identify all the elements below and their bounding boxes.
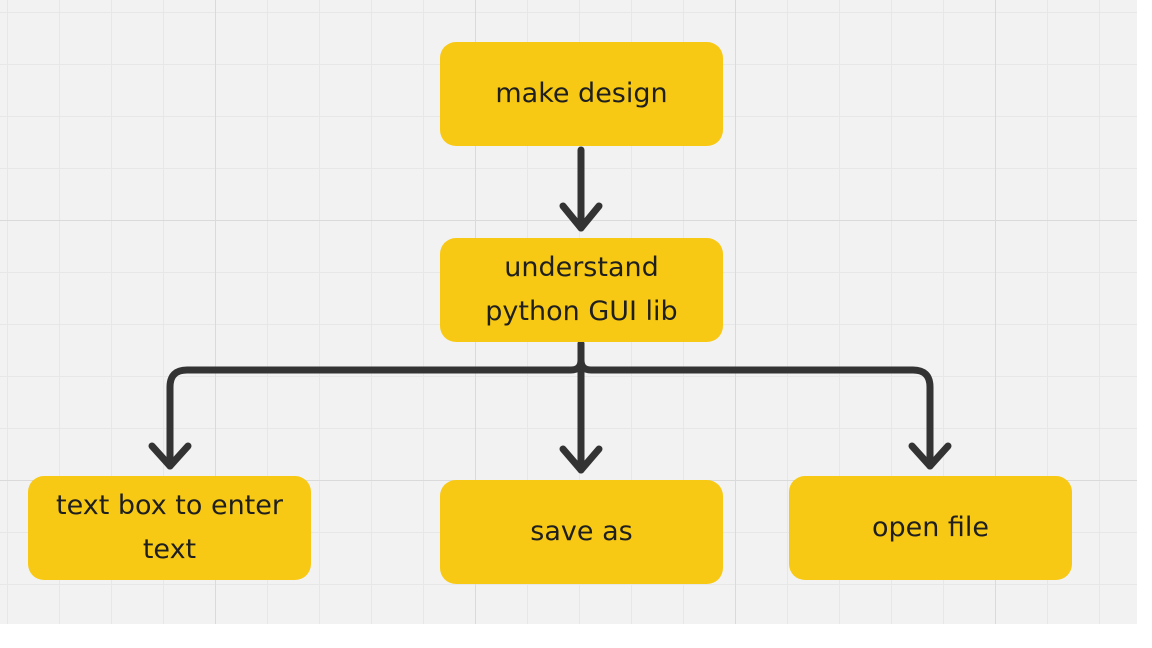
connector-understand-to-text-box — [148, 340, 585, 470]
connector-line — [577, 340, 934, 470]
node-label: open file — [871, 512, 990, 543]
node-label: text box to enter text — [56, 490, 283, 565]
node-text-box-to-enter-text[interactable]: text box to enter text — [28, 476, 311, 580]
arrowhead — [559, 202, 603, 232]
connector-understand-to-open-file — [577, 340, 952, 470]
node-label: make design — [495, 78, 668, 109]
node-label: save as — [530, 516, 633, 547]
node-save-as[interactable]: save as — [440, 480, 723, 584]
node-understand-python-gui-lib[interactable]: understand python GUI lib — [440, 238, 723, 342]
node-open-file[interactable]: open file — [789, 476, 1072, 580]
node-label: understand python GUI lib — [485, 252, 678, 327]
diagram-canvas: make design understand python GUI lib te… — [0, 0, 1137, 624]
node-make-design[interactable]: make design — [440, 42, 723, 146]
arrowhead — [559, 445, 603, 474]
arrowhead — [908, 442, 952, 470]
connector-line — [166, 340, 585, 470]
connector-make-design-to-understand — [559, 146, 603, 232]
connector-layer — [148, 146, 952, 474]
arrowhead — [148, 442, 192, 470]
